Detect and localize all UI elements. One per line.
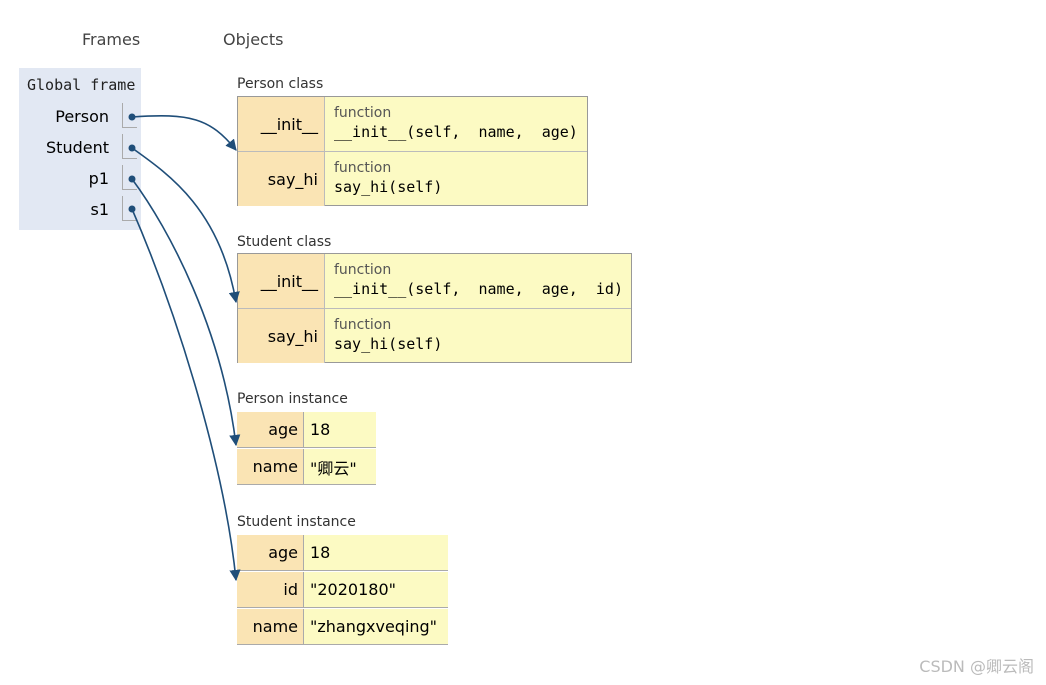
- attr-key: __init__: [238, 97, 325, 151]
- attr-value: function say_hi(self): [334, 317, 442, 353]
- arrow-p1: [128, 175, 241, 447]
- function-type-label: function: [334, 317, 392, 333]
- student-instance-label: Student instance: [237, 514, 356, 530]
- var-p1-pointer[interactable]: [122, 165, 137, 190]
- function-type-label: function: [334, 105, 392, 121]
- var-s1: s1: [90, 200, 109, 219]
- attr-key: age: [237, 412, 304, 448]
- attr-value: function __init__(self, name, age, id): [334, 262, 623, 298]
- var-person: Person: [55, 107, 109, 126]
- var-s1-pointer[interactable]: [122, 196, 137, 221]
- person-class-row-say-hi: say_hi function say_hi(self): [238, 151, 587, 206]
- function-signature: say_hi(self): [334, 335, 443, 353]
- student-instance-box[interactable]: age 18 id "2020180" name "zhangxveqing": [237, 534, 449, 646]
- attr-key: name: [237, 449, 304, 485]
- attr-key: id: [237, 572, 304, 608]
- person-instance-box[interactable]: age 18 name "卿云": [237, 411, 377, 485]
- student-class-box[interactable]: __init__ function __init__(self, name, a…: [237, 253, 632, 363]
- attr-key: __init__: [238, 254, 325, 308]
- arrow-s1: [128, 205, 241, 582]
- person-class-box[interactable]: __init__ function __init__(self, name, a…: [237, 96, 588, 206]
- attr-value: function __init__(self, name, age): [334, 105, 578, 141]
- var-person-pointer[interactable]: [122, 103, 137, 128]
- global-frame-title: Global frame: [27, 76, 136, 94]
- function-type-label: function: [334, 160, 392, 176]
- frames-header: Frames: [82, 30, 141, 49]
- arrow-person: [128, 113, 237, 151]
- person-class-label: Person class: [237, 76, 324, 92]
- global-frame: Global frame Person Student p1 s1: [19, 68, 141, 230]
- arrow-path: [131, 178, 241, 447]
- attr-key: age: [237, 535, 304, 571]
- attr-value: "2020180": [304, 572, 448, 608]
- student-class-row-say-hi: say_hi function say_hi(self): [238, 308, 631, 363]
- function-signature: __init__(self, name, age, id): [334, 280, 623, 298]
- attr-key: name: [237, 609, 304, 645]
- attr-key: say_hi: [238, 152, 325, 206]
- arrow-path: [131, 147, 240, 304]
- student-class-row-init: __init__ function __init__(self, name, a…: [238, 254, 631, 308]
- objects-header: Objects: [223, 30, 284, 49]
- person-instance-label: Person instance: [237, 391, 348, 407]
- arrow-path: [131, 208, 241, 582]
- attr-value: function say_hi(self): [334, 160, 442, 196]
- function-signature: __init__(self, name, age): [334, 123, 578, 141]
- attr-key: say_hi: [238, 309, 325, 363]
- attr-value: 18: [304, 535, 448, 571]
- function-signature: say_hi(self): [334, 178, 443, 196]
- var-student-pointer[interactable]: [122, 134, 137, 159]
- attr-value: 18: [304, 412, 376, 448]
- person-class-row-init: __init__ function __init__(self, name, a…: [238, 97, 587, 151]
- arrow-path: [131, 115, 237, 151]
- var-p1: p1: [88, 169, 109, 188]
- top-edge-mark: ": [460, 0, 465, 5]
- student-class-label: Student class: [237, 234, 332, 250]
- attr-value: "卿云": [304, 449, 376, 485]
- watermark: CSDN @卿云阁: [919, 657, 1034, 676]
- var-student: Student: [46, 138, 109, 157]
- function-type-label: function: [334, 262, 392, 278]
- arrow-student: [128, 144, 240, 304]
- attr-value: "zhangxveqing": [304, 609, 448, 645]
